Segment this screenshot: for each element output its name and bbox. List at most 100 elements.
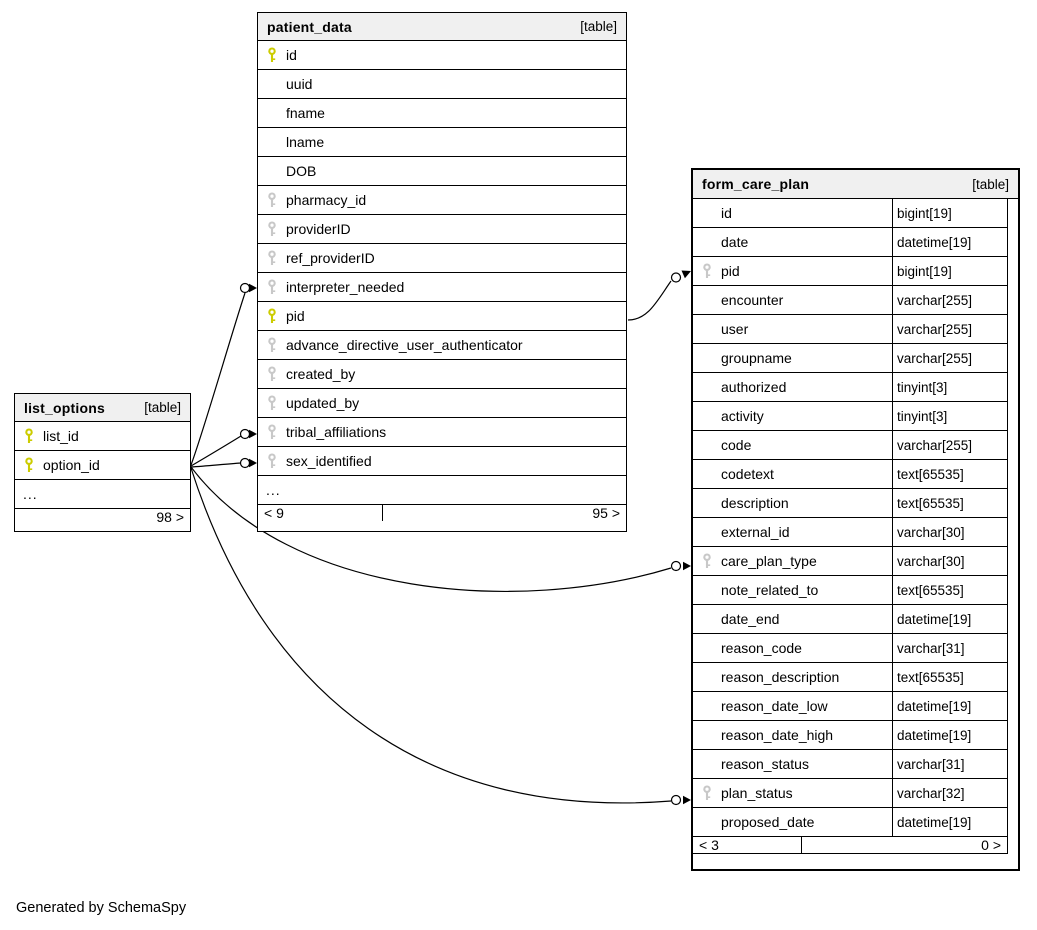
edge-arrowhead (681, 270, 691, 279)
column-name: care_plan_type (721, 553, 817, 569)
column-type: tinyint[3] (897, 379, 948, 395)
column-name: groupname (721, 350, 792, 366)
edge-arrowhead (683, 561, 691, 571)
column-name: reason_code (721, 640, 802, 656)
table-type-badge: [table] (580, 19, 617, 34)
table-header-list_options[interactable]: list_options[table] (15, 394, 190, 422)
column-row-pid: pid bigint[19] (693, 257, 1008, 286)
column-row-date: date datetime[19] (693, 228, 1008, 257)
primary-key-icon (23, 428, 35, 444)
primary-key-icon (23, 457, 35, 473)
column-row-external_id: external_id varchar[30] (693, 518, 1008, 547)
column-type: tinyint[3] (897, 408, 948, 424)
no-key-spacer (701, 582, 713, 598)
column-name: list_id (43, 428, 79, 444)
column-type: text[65535] (897, 466, 964, 482)
column-name: pharmacy_id (286, 192, 367, 208)
no-key-spacer (266, 76, 278, 92)
column-type: datetime[19] (897, 234, 972, 250)
no-key-spacer (701, 321, 713, 337)
no-key-spacer (701, 234, 713, 250)
column-name: codetext (721, 466, 774, 482)
no-key-spacer (266, 134, 278, 150)
column-name: pid (286, 308, 305, 324)
column-name: description (721, 495, 789, 511)
column-type: text[65535] (897, 582, 964, 598)
edge-endpoint-circle (239, 428, 251, 440)
table-header-form_care_plan[interactable]: form_care_plan[table] (693, 170, 1018, 199)
column-row-providerID: providerID (258, 215, 626, 244)
no-key-spacer (701, 205, 713, 221)
column-name: code (721, 437, 752, 453)
column-type: varchar[255] (897, 321, 973, 337)
column-name: date (721, 234, 749, 250)
no-key-spacer (701, 756, 713, 772)
column-row-id: id (258, 41, 626, 70)
column-name: updated_by (286, 395, 360, 411)
column-row-created_by: created_by (258, 360, 626, 389)
column-name: DOB (286, 163, 317, 179)
footer-children-count: < 3 (693, 837, 802, 853)
no-key-spacer (701, 495, 713, 511)
edge-list_options-option_id-to-form_care_plan-plan_status (190, 467, 672, 804)
edge-arrowhead (683, 795, 691, 805)
no-key-spacer (701, 379, 713, 395)
more-columns-row: ... (15, 480, 190, 509)
column-name: reason_date_low (721, 698, 828, 714)
column-name: user (721, 321, 749, 337)
column-row-code: code varchar[255] (693, 431, 1008, 460)
primary-key-icon (266, 47, 278, 63)
column-name: ref_providerID (286, 250, 375, 266)
column-name: fname (286, 105, 325, 121)
edge-list_options-option_id-to-patient_data-tribal_affiliations (190, 435, 242, 467)
column-name: external_id (721, 524, 790, 540)
column-type: bigint[19] (897, 263, 952, 279)
column-name: pid (721, 263, 740, 279)
column-type: datetime[19] (897, 814, 972, 830)
column-type: varchar[255] (897, 437, 973, 453)
column-name: encounter (721, 292, 784, 308)
no-key-spacer (701, 292, 713, 308)
column-row-reason_date_low: reason_date_low datetime[19] (693, 692, 1008, 721)
foreign-key-icon (266, 250, 278, 266)
column-row-ref_providerID: ref_providerID (258, 244, 626, 273)
column-row-DOB: DOB (258, 157, 626, 186)
column-type: datetime[19] (897, 698, 972, 714)
column-row-codetext: codetext text[65535] (693, 460, 1008, 489)
edge-list_options-option_id-to-patient_data-sex_identified (190, 462, 242, 468)
edge-arrowhead (249, 458, 257, 468)
column-type: varchar[30] (897, 524, 965, 540)
foreign-key-icon (701, 785, 713, 801)
more-columns-row: ... (258, 476, 626, 505)
column-name: sex_identified (286, 453, 372, 469)
column-name: providerID (286, 221, 351, 237)
edge-list_options-option_id-to-patient_data-interpreter_needed (190, 292, 246, 466)
foreign-key-icon (266, 424, 278, 440)
no-key-spacer (266, 163, 278, 179)
column-type: varchar[32] (897, 785, 965, 801)
column-type: text[65535] (897, 669, 964, 685)
no-key-spacer (701, 640, 713, 656)
edge-patient_data-pid-to-form_care_plan-pid (627, 280, 672, 321)
column-type: varchar[31] (897, 756, 965, 772)
foreign-key-icon (266, 395, 278, 411)
table-header-patient_data[interactable]: patient_data[table] (258, 13, 626, 41)
foreign-key-icon (266, 192, 278, 208)
no-key-spacer (701, 466, 713, 482)
no-key-spacer (701, 698, 713, 714)
foreign-key-icon (701, 553, 713, 569)
foreign-key-icon (266, 453, 278, 469)
footer-children-count: < 9 (258, 505, 383, 521)
column-name: authorized (721, 379, 787, 395)
column-name: id (721, 205, 732, 221)
column-type: varchar[30] (897, 553, 965, 569)
column-name: advance_directive_user_authenticator (286, 337, 523, 353)
